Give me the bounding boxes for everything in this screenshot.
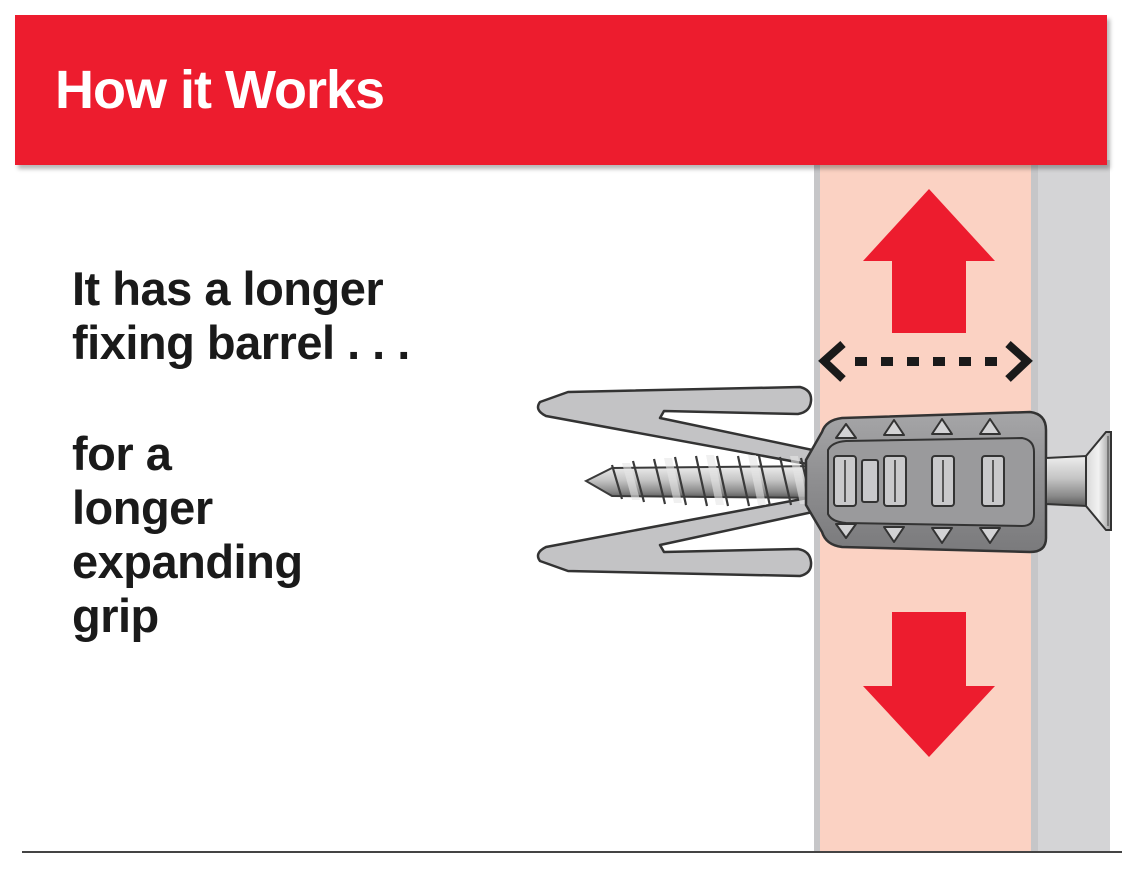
caption-line: for a <box>72 427 172 480</box>
screw-threads <box>610 455 814 507</box>
caption-line: It has a longer <box>72 262 384 315</box>
up-arrow-icon <box>863 189 995 333</box>
screw <box>583 455 823 507</box>
caption-expanding-grip: for a longer expanding grip <box>72 427 303 643</box>
bottom-divider <box>22 851 1122 853</box>
upper-wing <box>536 385 824 468</box>
caption-line: expanding <box>72 535 303 588</box>
plug-top-teeth <box>835 418 1001 439</box>
screw-head <box>1045 431 1112 531</box>
screw-head-countersunk <box>1085 431 1112 531</box>
header-banner: How it Works <box>15 15 1107 165</box>
wall-plug <box>804 410 1048 554</box>
screw-neck <box>1045 454 1087 508</box>
plug-wings <box>536 385 824 578</box>
caption-line: fixing barrel . . . <box>72 316 410 369</box>
double-headed-dotted-arrow-icon <box>818 341 1033 382</box>
plug-bottom-teeth <box>835 523 1001 544</box>
page-title: How it Works <box>55 60 385 120</box>
caption-line: grip <box>72 589 159 642</box>
down-arrow-icon <box>863 612 995 757</box>
caption-longer-barrel: It has a longer fixing barrel . . . <box>72 262 410 370</box>
caption-line: longer <box>72 481 213 534</box>
lower-wing <box>536 494 824 578</box>
